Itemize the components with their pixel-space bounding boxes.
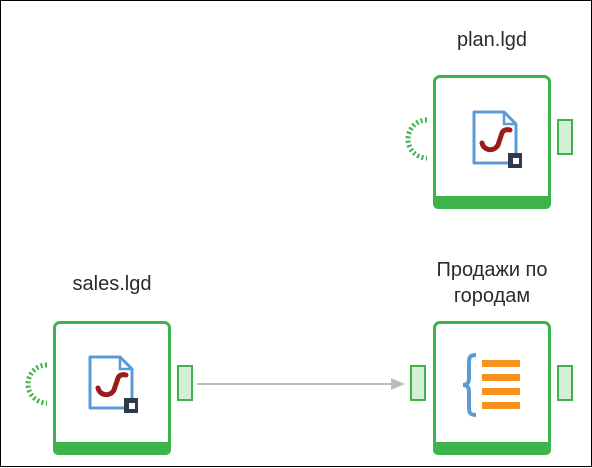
output-port-plan[interactable] — [557, 119, 573, 155]
input-port-dotted-icon[interactable] — [25, 362, 49, 406]
node-label-report: Продажи по городам — [403, 257, 581, 309]
input-port-dotted-icon[interactable] — [405, 117, 429, 161]
input-port-report[interactable] — [410, 365, 426, 401]
node-plan[interactable] — [433, 75, 551, 209]
node-status-bar — [433, 196, 551, 209]
node-label-report-line2: городам — [453, 285, 531, 307]
output-port-sales[interactable] — [177, 365, 193, 401]
node-status-bar — [433, 442, 551, 455]
dataset-file-icon — [88, 355, 138, 413]
output-port-report[interactable] — [557, 365, 573, 401]
list-braces-icon — [462, 353, 520, 417]
node-label-report-line1: Продажи по — [436, 259, 548, 281]
node-status-bar — [53, 442, 171, 455]
node-label-sales: sales.lgd — [72, 273, 152, 295]
dataset-file-icon — [472, 110, 522, 168]
node-sales[interactable] — [53, 321, 171, 455]
node-label-plan: plan.lgd — [456, 29, 528, 51]
node-report[interactable] — [433, 321, 551, 455]
